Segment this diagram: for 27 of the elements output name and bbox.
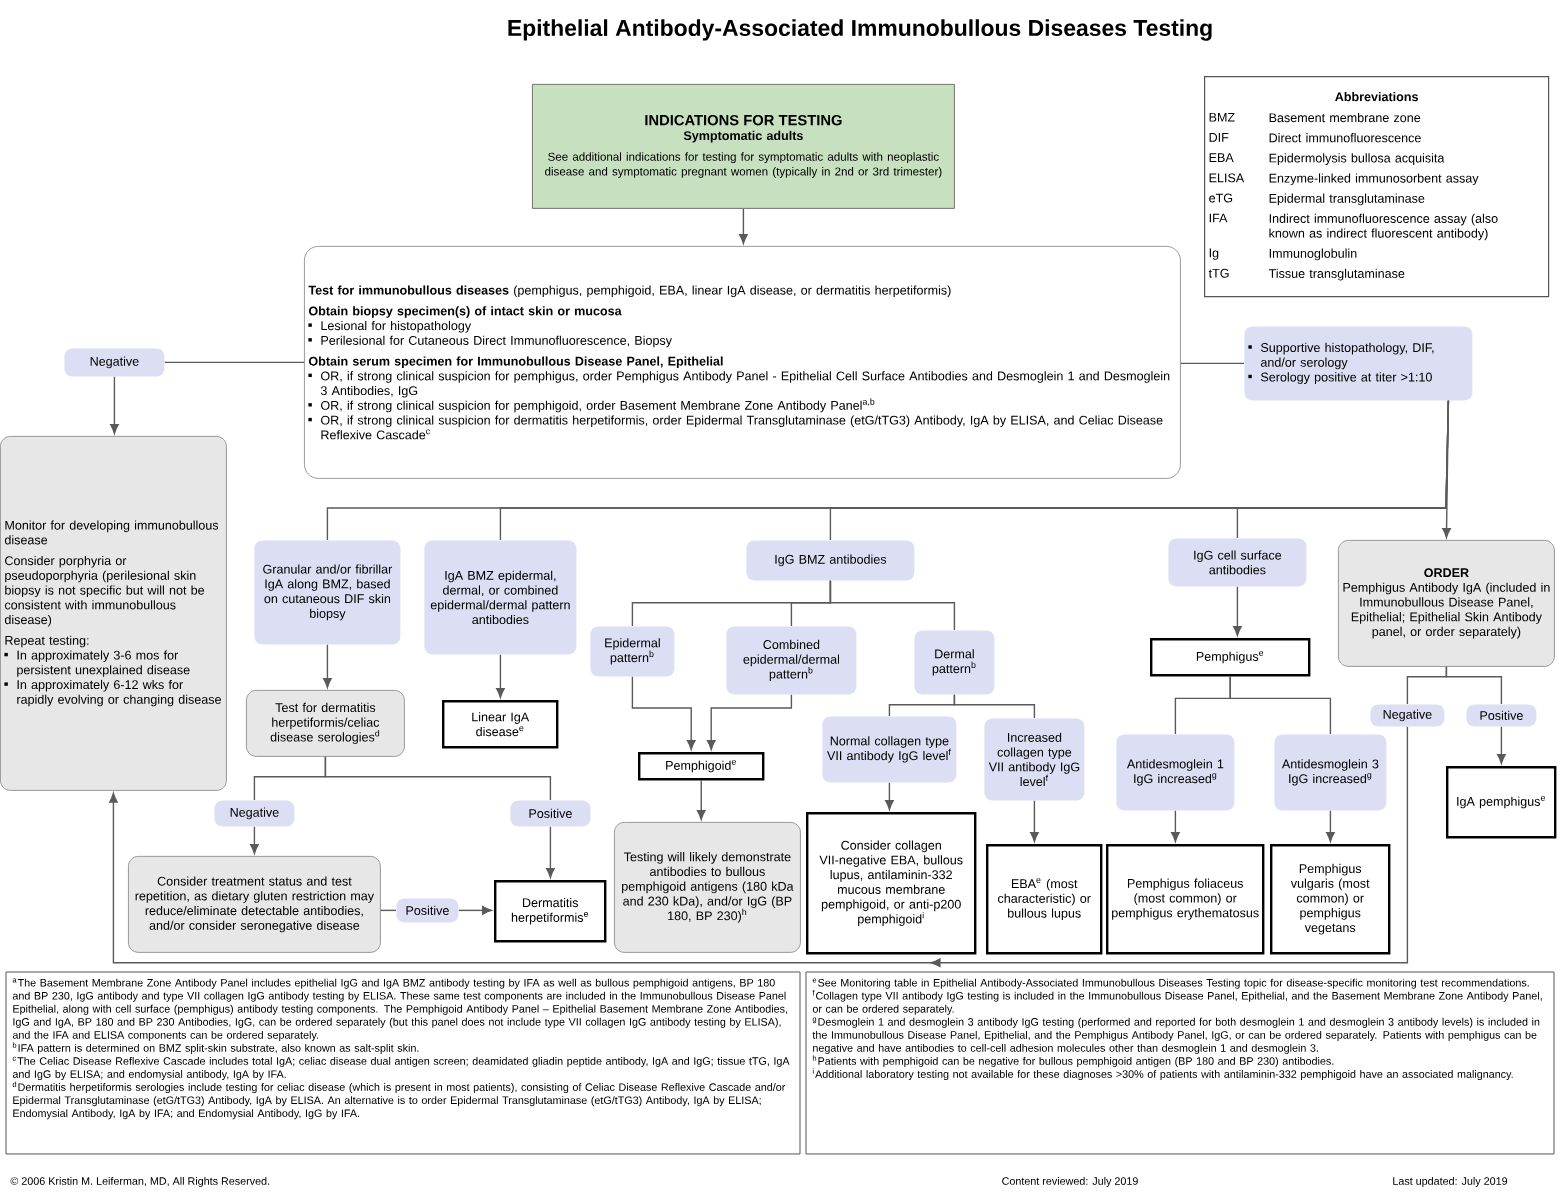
arrow <box>696 779 706 821</box>
connector-line <box>164 361 305 364</box>
arrow <box>885 782 894 811</box>
arrow <box>1233 586 1242 637</box>
arrow <box>1171 810 1180 843</box>
arrow <box>631 676 696 751</box>
arrow <box>250 826 259 855</box>
connector-line <box>324 756 552 801</box>
arrow <box>546 826 555 879</box>
arrow <box>739 208 748 245</box>
arrow <box>1030 800 1039 843</box>
title: Epithelial Antibody-Associated Immunobullous Diseases Testing <box>508 19 1212 41</box>
arrow <box>323 644 332 689</box>
arrow <box>109 726 1409 968</box>
connector-line <box>953 694 1036 719</box>
connector-line <box>829 580 956 631</box>
arrow <box>458 905 493 915</box>
arrow <box>496 654 505 699</box>
connector-line <box>1445 666 1503 705</box>
arrow <box>1442 400 1451 539</box>
arrow <box>1497 726 1506 765</box>
arrow <box>110 376 119 435</box>
arrow <box>1326 810 1335 843</box>
connector-line <box>1180 362 1245 365</box>
arrow <box>706 694 793 751</box>
connector-line <box>1229 675 1332 735</box>
connector-line <box>380 909 397 912</box>
